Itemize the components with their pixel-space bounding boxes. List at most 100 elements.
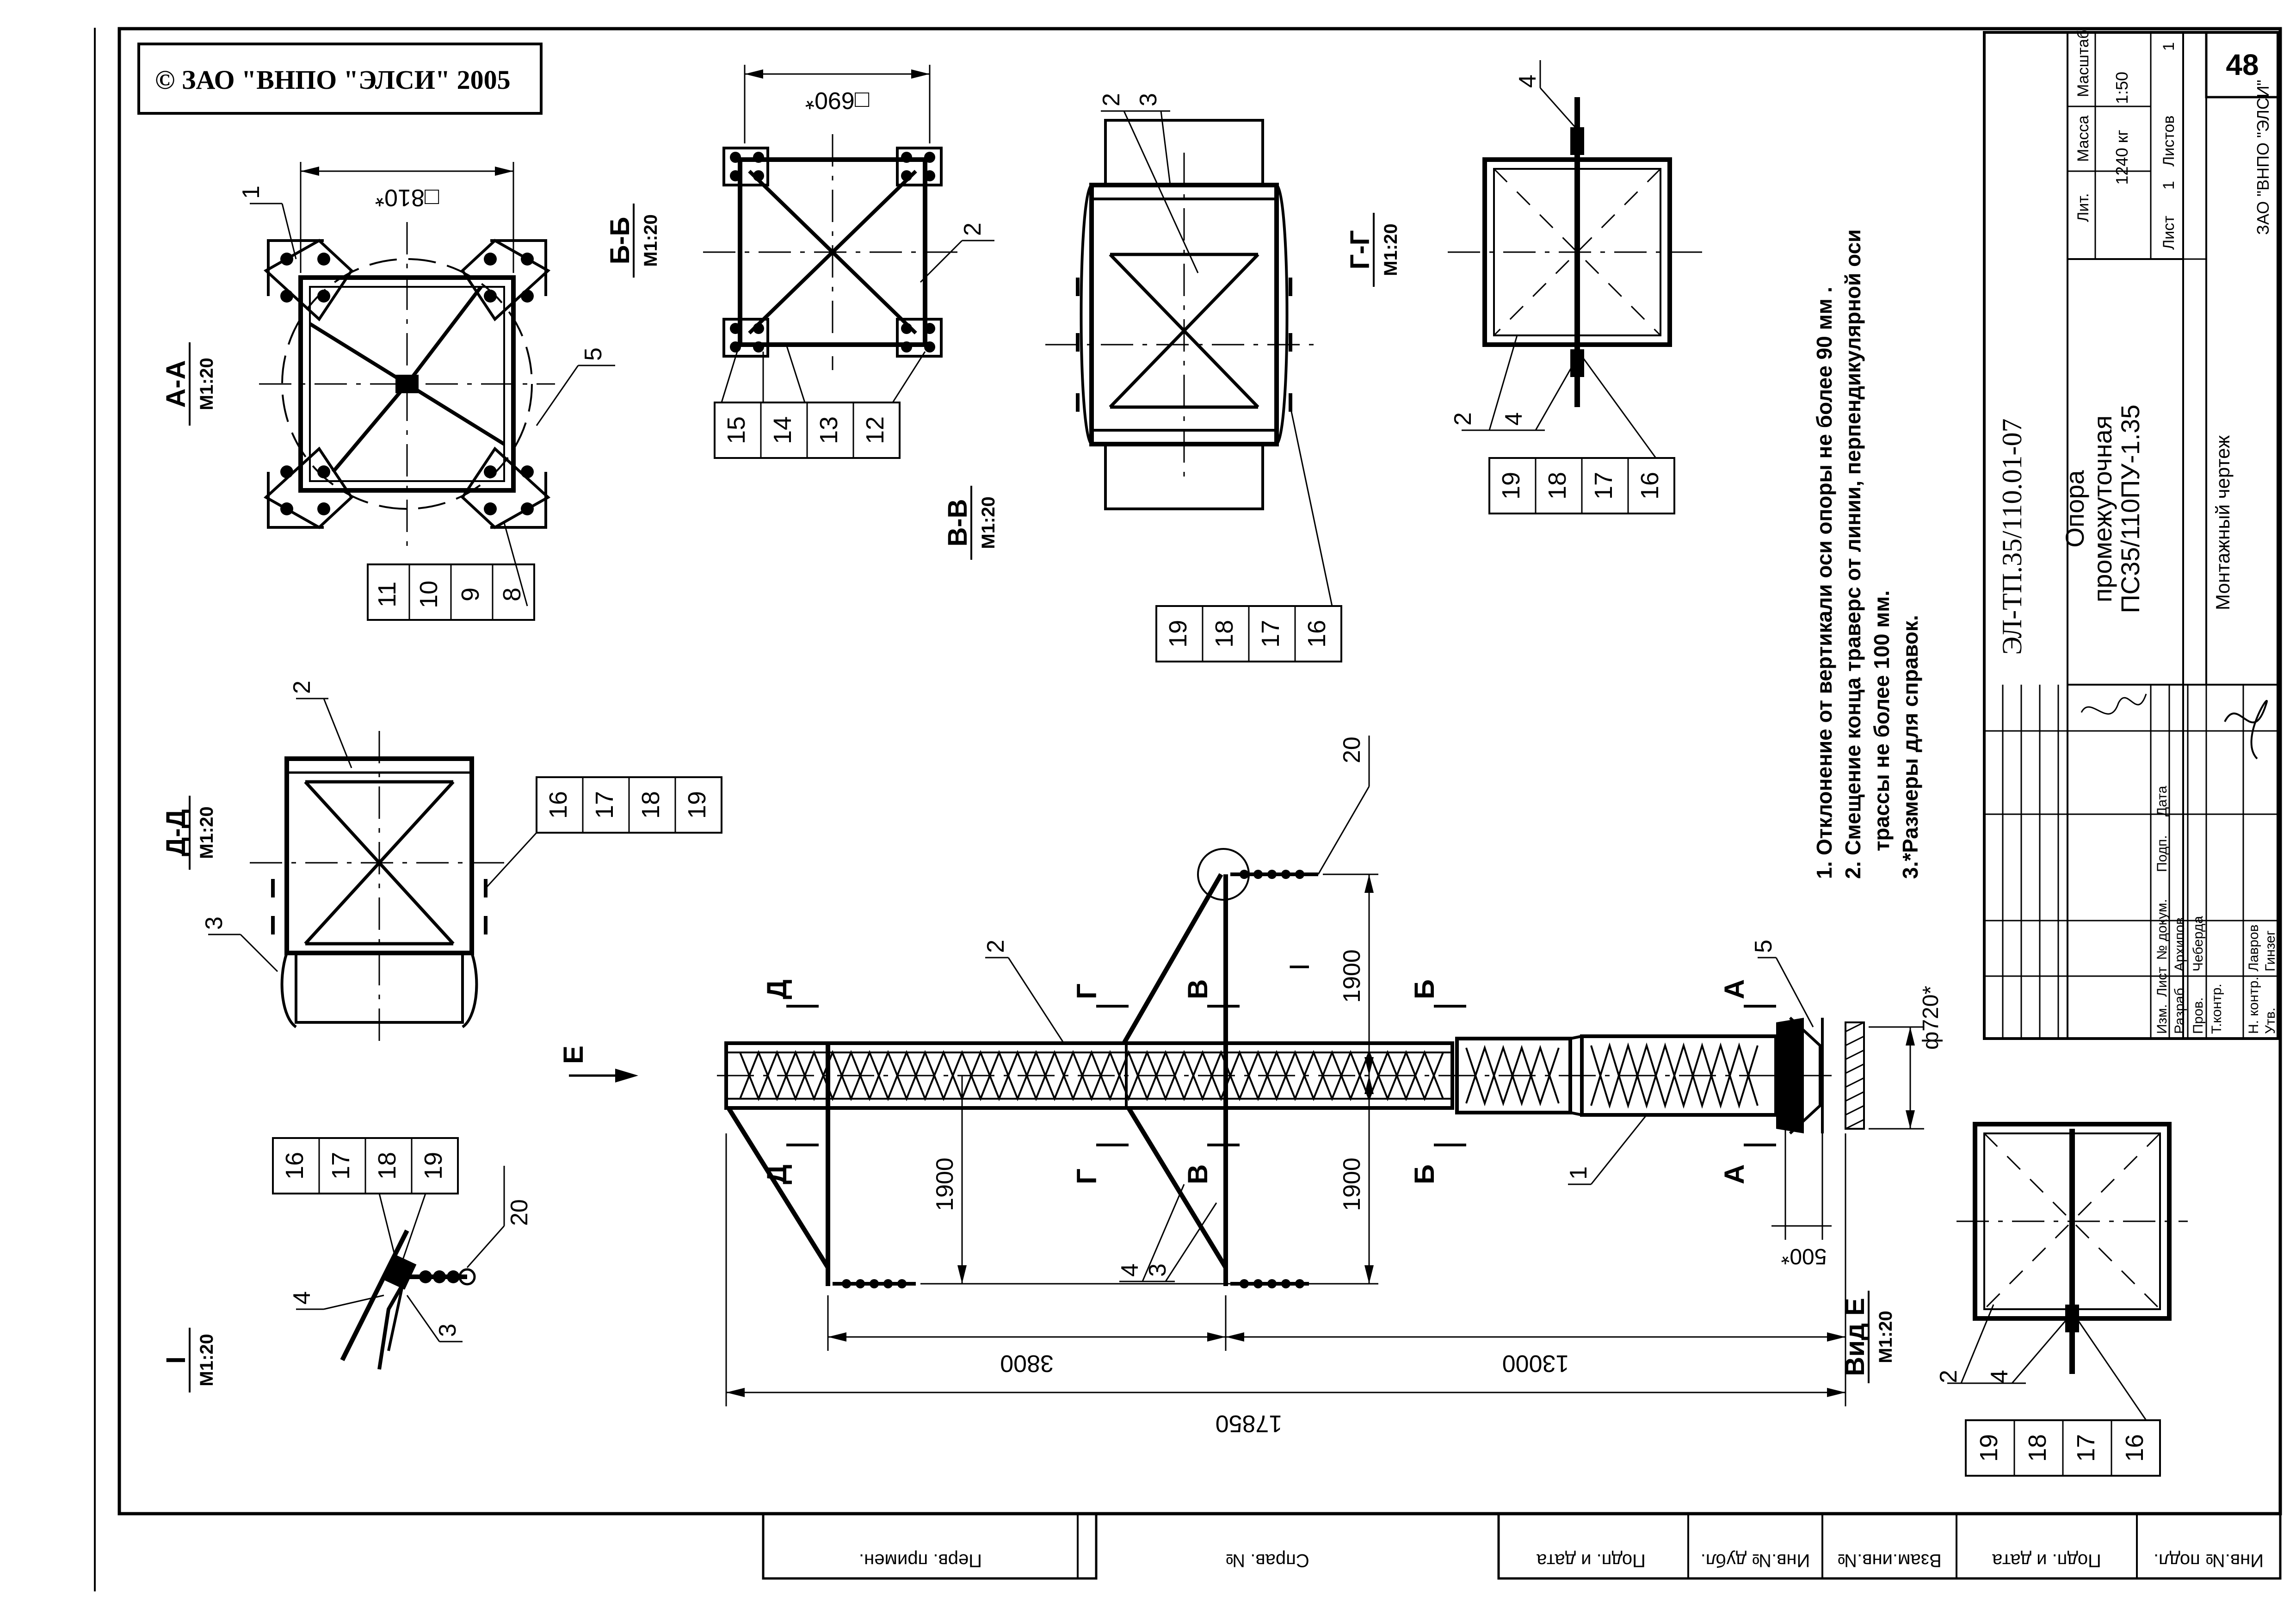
aa-stack-8: 8	[498, 588, 526, 601]
view-dd: 2 3 16 17 18 19 Д-Д М1:20	[161, 681, 722, 1046]
bb-scale: М1:20	[641, 214, 661, 266]
aa-stack-11: 11	[373, 582, 401, 607]
vv-callout-3: 3	[1135, 93, 1162, 106]
dim-lower: 13000	[1502, 1350, 1569, 1377]
vv-stack-16: 16	[1303, 620, 1331, 648]
cut-a-top: А	[1719, 979, 1750, 999]
vv-stack-18: 18	[1210, 620, 1238, 648]
main-callout-1: 1	[1565, 1166, 1592, 1180]
vid-e-stack-16: 16	[2121, 1434, 2148, 1462]
dim-dia: ф720*	[1919, 986, 1943, 1050]
bb-dim: □690*	[805, 87, 869, 114]
rev-izm: Изм.	[2154, 1004, 2170, 1034]
role-1: Пров.	[2191, 997, 2206, 1034]
bb-stack-14: 14	[769, 416, 796, 444]
main-callout-2: 2	[982, 940, 1009, 953]
view-e: 2 4 19 18 17 16 Вид Е М1:20	[1840, 1122, 2188, 1477]
detail-mark-i: I	[1284, 963, 1315, 971]
rev-doc: № докум.	[2154, 899, 2170, 960]
bottom-margin-strip: Перв. примен. Справ. № Подп. и дата Инв.…	[762, 1512, 2282, 1580]
rev-list: Лист	[2154, 967, 2170, 997]
role-2: Т.контр.	[2209, 984, 2224, 1034]
aa-stack-10: 10	[415, 581, 443, 608]
bb-callout-2: 2	[959, 223, 986, 236]
detail-stack-17: 17	[327, 1152, 355, 1180]
view-aa: □810* 1 5 11 10 9 8 А-А М1:20	[161, 162, 615, 621]
cut-b-top: Б	[1409, 979, 1440, 999]
note-3: трассы не более 100 мм.	[1870, 590, 1894, 851]
role-0: Разраб.	[2172, 984, 2187, 1034]
title-line-1: Опора	[2060, 470, 2089, 547]
detail-scale: М1:20	[197, 1334, 217, 1386]
role-1-name: Чеберда	[2191, 916, 2206, 971]
detail-title: I	[161, 1356, 191, 1364]
vid-e-stack-19: 19	[1975, 1434, 2003, 1462]
header-sheet: Лист	[2160, 216, 2178, 250]
cut-d-top: Д	[761, 979, 792, 999]
gg-title: Г-Г	[1345, 230, 1375, 269]
vid-e-callout-4: 4	[1986, 1370, 2013, 1383]
gg-callout-4a: 4	[1514, 74, 1541, 88]
margin-inv-podl: Инв.№ подл.	[2154, 1550, 2264, 1571]
sheet-number: 48	[2226, 48, 2259, 81]
vv-stack-17: 17	[1257, 620, 1284, 648]
rev-sign: Подп.	[2154, 835, 2170, 872]
bb-stack-15: 15	[722, 416, 750, 444]
cut-b-bottom: Б	[1409, 1164, 1440, 1184]
scale-value: 1:50	[2112, 72, 2131, 104]
sheets-value: 1	[2160, 42, 2178, 51]
drawing-frame	[117, 27, 2282, 1516]
dd-stack-18: 18	[637, 791, 665, 819]
cut-g-bottom: Г	[1071, 1169, 1102, 1184]
copyright-note: © ЗАО "ВНПО "ЭЛСИ" 2005	[137, 43, 543, 115]
main-callout-3: 3	[1144, 1263, 1171, 1277]
vv-scale: М1:20	[978, 496, 999, 549]
gg-callout-4b: 4	[1500, 412, 1527, 426]
aa-stack-9: 9	[457, 588, 484, 601]
cut-d-bottom: Д	[761, 1164, 792, 1184]
role-0-name: Архипов	[2172, 917, 2187, 971]
detail-callout-4: 4	[289, 1291, 315, 1305]
detail-stack-18: 18	[373, 1152, 401, 1180]
bb-stack-13: 13	[815, 416, 843, 444]
view-vv: 2 3 19 18 17 16 В-В М1:20	[943, 93, 1342, 662]
bb-title: Б-Б	[605, 217, 635, 265]
dim-h2: 1900	[1339, 949, 1365, 1003]
detail-callout-20: 20	[506, 1199, 533, 1226]
dd-stack-17: 17	[591, 791, 618, 819]
organization: ЗАО "ВНПО "ЭЛСИ"	[2253, 80, 2272, 235]
doc-code: ЭЛ-ТП.35/110.01-07	[1997, 419, 2027, 655]
vid-e-title: Вид Е	[1840, 1298, 1870, 1376]
vid-e-stack-18: 18	[2024, 1434, 2051, 1462]
gg-stack-16: 16	[1636, 472, 1664, 500]
dd-title: Д-Д	[161, 809, 191, 856]
title-block: ЭЛ-ТП.35/110.01-07 Опора промежуточная П…	[1983, 30, 2279, 1040]
gg-stack-18: 18	[1543, 472, 1571, 500]
role-4: Утв.	[2263, 1008, 2278, 1034]
dd-scale: М1:20	[197, 806, 217, 859]
gg-stack-17: 17	[1590, 472, 1617, 500]
dd-stack-16: 16	[544, 791, 572, 819]
vid-e-scale: М1:20	[1876, 1311, 1896, 1363]
role-4-name: Гинзег	[2263, 930, 2278, 971]
title-line-2: промежуточная	[2088, 415, 2117, 602]
vv-callout-2: 2	[1098, 93, 1125, 106]
vid-e-stack-17: 17	[2072, 1434, 2100, 1462]
detail-callout-3: 3	[434, 1324, 461, 1337]
margin-podp-data-2: Подп. и дата	[1992, 1550, 2101, 1571]
cut-g-top: Г	[1071, 984, 1102, 999]
header-sheets: Листов	[2160, 116, 2178, 167]
view-bb: □690* 2 15 14 13 12 Б-Б М1:20	[605, 65, 994, 459]
dd-callout-3: 3	[201, 916, 228, 930]
dim-overall: 17850	[1216, 1410, 1283, 1437]
detail-stack-16: 16	[281, 1152, 309, 1180]
main-elevation: I Д Д Г Г В В Б Б А А Е	[558, 736, 1943, 1437]
margin-inv-dubl: Инв.№ дубл.	[1701, 1550, 1810, 1571]
dim-h3: 1900	[1339, 1157, 1365, 1211]
header-lit: Лит.	[2074, 193, 2092, 222]
margin-sprav-no: Справ. №	[1225, 1550, 1309, 1571]
dd-callout-2: 2	[289, 681, 315, 694]
cut-a-bottom: А	[1719, 1164, 1750, 1184]
aa-scale: М1:20	[197, 358, 217, 410]
